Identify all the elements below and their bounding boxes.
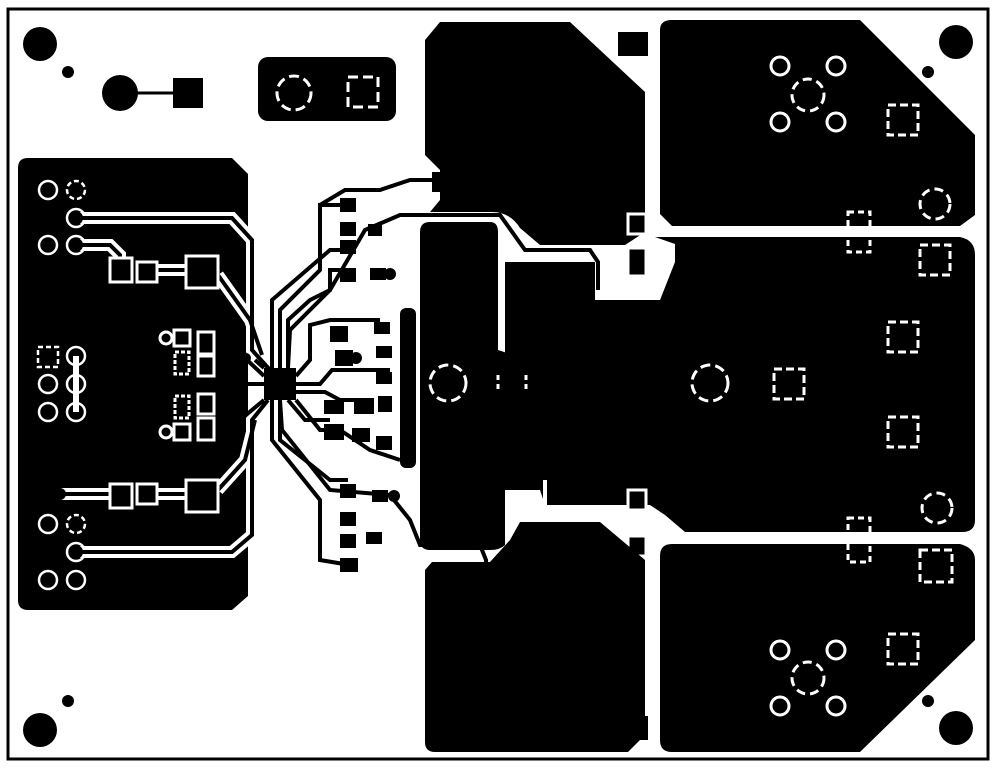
fiducial <box>922 695 934 707</box>
qfn-ic <box>264 368 296 400</box>
fiducials <box>62 66 934 707</box>
bottom-right-pour <box>660 491 975 752</box>
mounting-hole-bottom-right <box>939 711 973 745</box>
left-copper-pour <box>18 158 275 610</box>
fiducial <box>62 66 74 78</box>
top-right-pour <box>660 20 975 254</box>
upper-middle-pour <box>425 22 648 278</box>
ic-fanout <box>227 172 600 598</box>
lower-middle-pour <box>425 522 648 752</box>
mounting-hole-top-right <box>939 25 973 59</box>
central-pour <box>420 222 975 558</box>
connector-pour-top <box>258 57 396 121</box>
mounting-hole-bottom-left <box>23 713 57 747</box>
mounting-holes <box>23 25 973 747</box>
fiducial <box>62 695 74 707</box>
test-point-top <box>102 75 203 111</box>
mounting-hole-top-left <box>23 27 57 61</box>
fiducial <box>922 66 934 78</box>
